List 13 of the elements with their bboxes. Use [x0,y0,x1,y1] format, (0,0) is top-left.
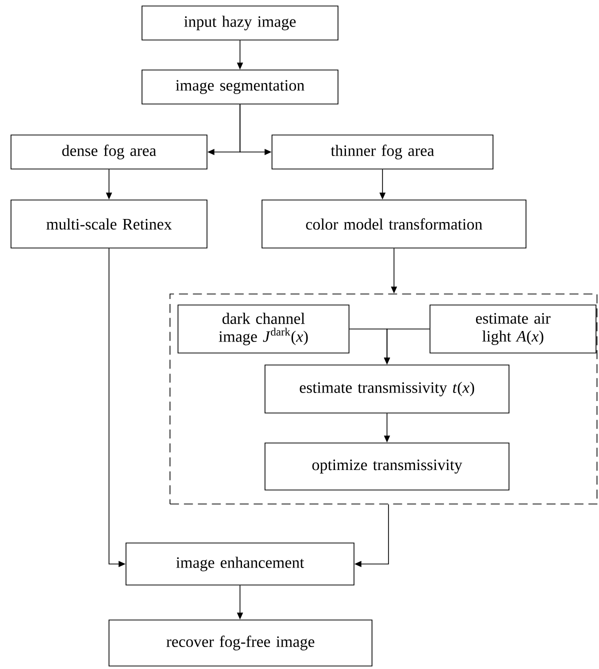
process-box: recover fog-free image [108,620,372,666]
process-box: dense fog area [10,134,208,170]
process-box: color model transformation [262,200,526,248]
process-box: image segmentation [142,70,338,104]
dashed-group-box [170,294,598,504]
process-box: estimate air light A(x) [430,304,596,354]
process-box: input hazy image [142,6,338,40]
process-box: estimate transmissivity t(x) [264,364,510,414]
process-box: multi-scale Retinex [10,200,208,248]
process-box: optimize transmissivity [264,442,510,490]
process-box: thinner fog area [272,134,494,170]
process-box: dark channel image J$^{dark}$(x) [178,304,350,354]
process-box: image enhancement [126,542,354,586]
